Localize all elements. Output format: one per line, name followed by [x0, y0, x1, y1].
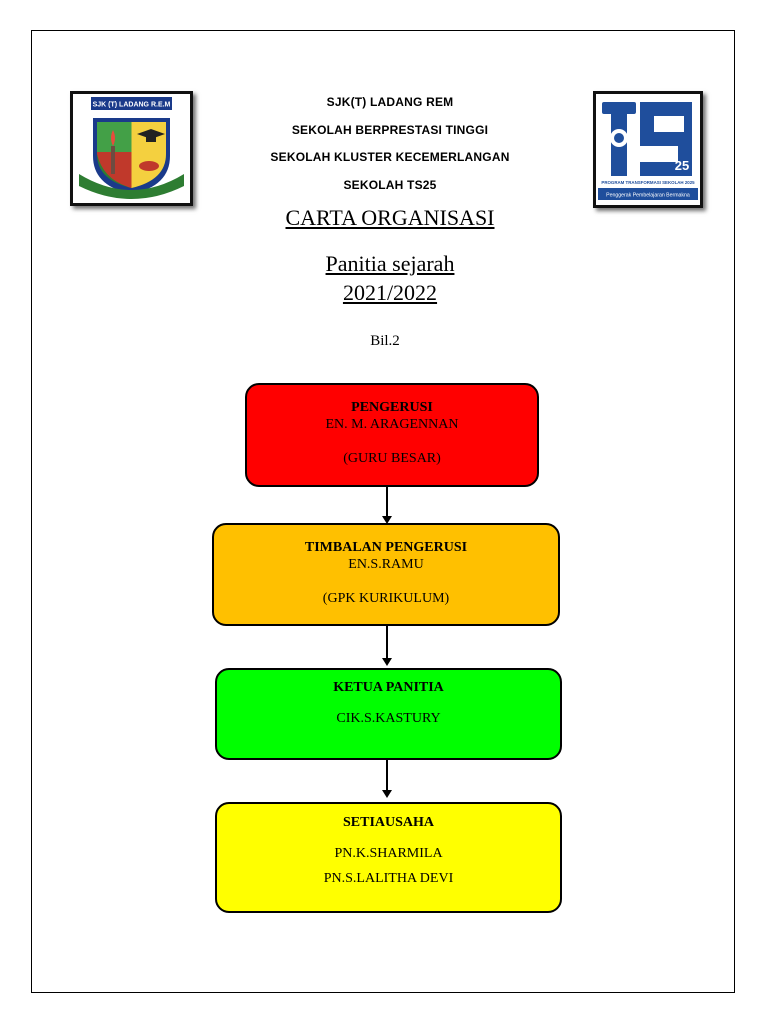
ts25-logo: 25 PROGRAM TRANSFORMASI SEKOLAH 2025 Pen… — [593, 91, 703, 208]
node-ketua-panitia: KETUA PANITIA CIK.S.KASTURY — [215, 668, 562, 760]
school-status-1: SEKOLAH BERPRESTASI TINGGI — [291, 123, 489, 137]
logo-right-number: 25 — [675, 158, 689, 173]
page-border — [31, 30, 735, 993]
node-person: EN.S.RAMU — [348, 557, 424, 572]
node-role: KETUA PANITIA — [333, 680, 444, 695]
school-logo: SJK (T) LADANG R.E.M — [70, 91, 193, 206]
school-status-2: SEKOLAH KLUSTER KECEMERLANGAN — [270, 150, 510, 164]
node-person-2: PN.S.LALITHA DEVI — [323, 871, 454, 886]
node-pengerusi: PENGERUSI EN. M. ARAGENNAN (GURU BESAR) — [245, 383, 539, 487]
node-role: TIMBALAN PENGERUSI — [304, 540, 468, 555]
chart-title: CARTA ORGANISASI — [285, 205, 495, 230]
logo-left-text: SJK (T) LADANG R.E.M — [93, 102, 171, 109]
logo-right-tagline: Penggerak Pembelajaran Bermakna — [606, 193, 690, 199]
node-note: (GURU BESAR) — [343, 451, 441, 466]
node-person: EN. M. ARAGENNAN — [325, 417, 459, 432]
node-setiausaha: SETIAUSAHA PN.K.SHARMILA PN.S.LALITHA DE… — [215, 802, 562, 913]
node-person: CIK.S.KASTURY — [336, 711, 441, 726]
connector-arrow — [382, 760, 392, 798]
chart-year: 2021/2022 — [342, 280, 438, 305]
connector-arrow — [382, 626, 392, 666]
connector-arrow — [382, 487, 392, 524]
node-role: SETIAUSAHA — [342, 815, 435, 830]
node-role: PENGERUSI — [351, 400, 433, 415]
node-note: (GPK KURIKULUM) — [322, 591, 450, 606]
chart-subtitle: Panitia sejarah — [325, 251, 455, 276]
logo-right-caption: PROGRAM TRANSFORMASI SEKOLAH 2025 — [601, 180, 695, 185]
bil-number: Bil.2 — [370, 333, 400, 349]
node-person: PN.K.SHARMILA — [334, 846, 443, 861]
school-name: SJK(T) LADANG REM — [326, 95, 454, 109]
school-status-3: SEKOLAH TS25 — [343, 178, 437, 192]
node-timbalan-pengerusi: TIMBALAN PENGERUSI EN.S.RAMU (GPK KURIKU… — [212, 523, 560, 626]
